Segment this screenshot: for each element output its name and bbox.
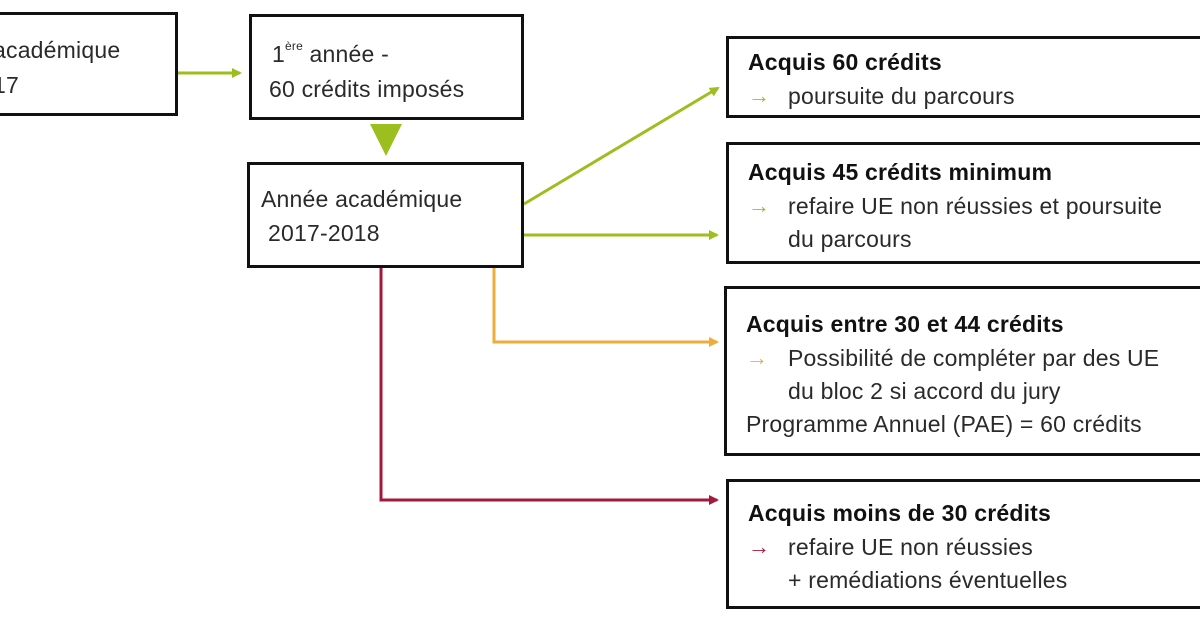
arrow-right-icon: → — [748, 193, 771, 218]
arrow-to-less-30-credits — [379, 268, 719, 505]
outcome-title: Acquis moins de 30 crédits — [748, 500, 1052, 526]
outcome-line: du parcours — [788, 226, 912, 252]
prev-year-line1: académique — [0, 37, 121, 63]
outcome-box-30-44-credits: Acquis entre 30 et 44 crédits → Possibil… — [724, 286, 1200, 456]
arrow-to-30-44-credits — [492, 268, 719, 347]
outcome-line: refaire UE non réussies et poursuite — [788, 193, 1163, 219]
first-year-line1: 1ère année - — [272, 39, 389, 67]
down-triangle-icon — [370, 124, 402, 156]
box-previous-year: académique 17 — [0, 12, 178, 116]
outcome-title: Acquis 60 crédits — [748, 49, 942, 75]
outcome-line: refaire UE non réussies — [788, 534, 1033, 560]
outcome-line: + remédiations éventuelles — [788, 567, 1068, 593]
current-year-line1: Année académique — [261, 186, 463, 212]
outcome-box-45-credits: Acquis 45 crédits minimum → refaire UE n… — [726, 142, 1200, 264]
outcome-line: poursuite du parcours — [788, 83, 1015, 109]
arrow-right-icon: → — [748, 83, 771, 108]
prev-year-line2: 17 — [0, 72, 19, 98]
current-year-line2: 2017-2018 — [268, 220, 380, 246]
outcome-line: du bloc 2 si accord du jury — [788, 378, 1061, 404]
outcome-line: Possibilité de compléter par des UE — [788, 345, 1160, 371]
outcome-title: Acquis entre 30 et 44 crédits — [746, 311, 1064, 337]
outcome-box-60-credits: Acquis 60 crédits → poursuite du parcour… — [726, 36, 1200, 118]
outcome-title: Acquis 45 crédits minimum — [748, 159, 1053, 185]
box-current-year: Année académique 2017-2018 — [247, 162, 524, 268]
box-first-year: 1ère année - 60 crédits imposés — [249, 14, 524, 120]
outcome-extra: Programme Annuel (PAE) = 60 crédits — [746, 411, 1142, 437]
arrow-to-60-credits — [523, 86, 720, 206]
arrow-right-icon: → — [746, 345, 769, 370]
outcome-box-less-30-credits: Acquis moins de 30 crédits → refaire UE … — [726, 479, 1200, 609]
first-year-line2: 60 crédits imposés — [269, 76, 465, 102]
arrow-right-icon: → — [748, 534, 771, 559]
